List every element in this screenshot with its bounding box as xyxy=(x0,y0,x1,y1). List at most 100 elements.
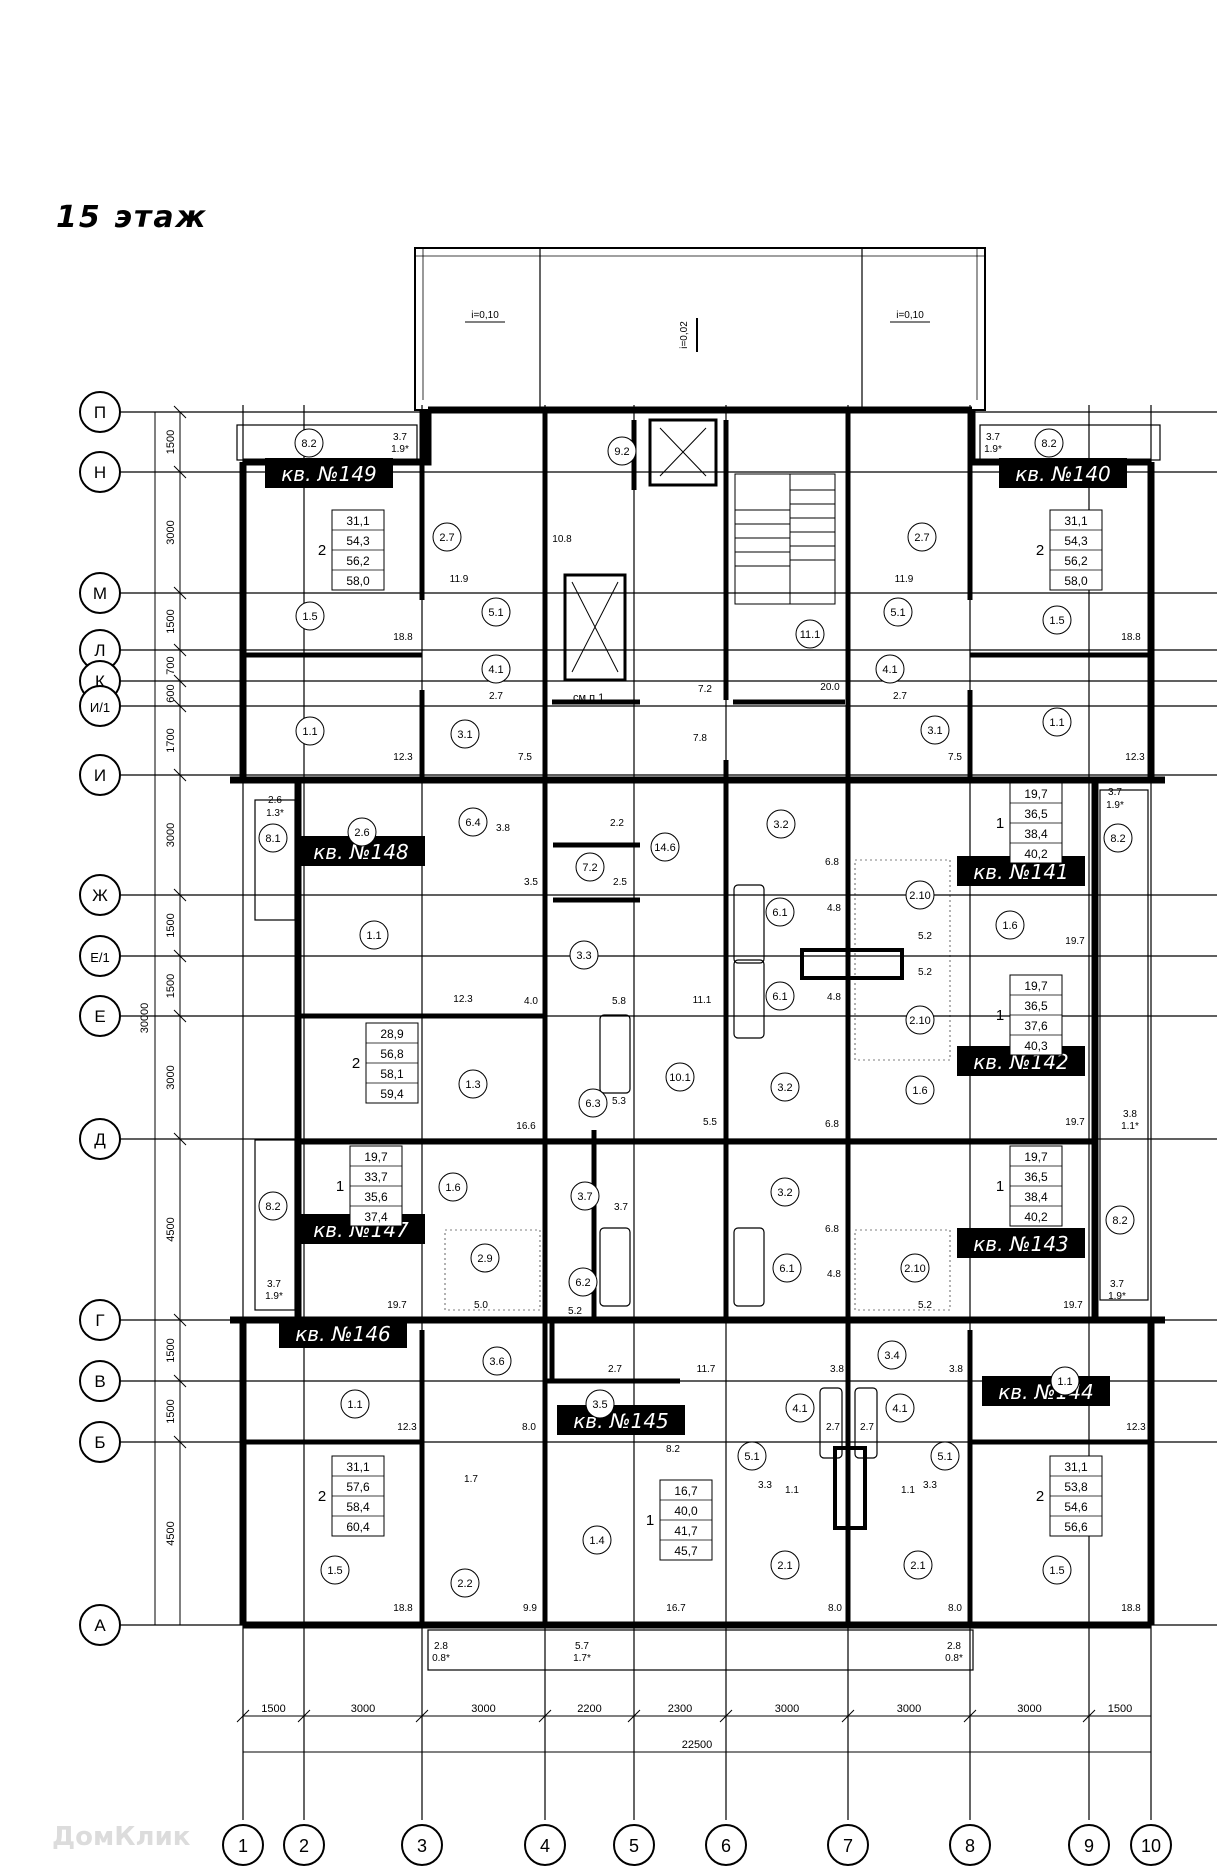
area-value: 16,7 xyxy=(674,1484,698,1498)
area-value: 38,4 xyxy=(1024,1190,1048,1204)
row-dim-label: 3000 xyxy=(165,1065,177,1089)
room-tag: 2.7 xyxy=(914,532,929,544)
row-axis-label: Ж xyxy=(92,886,108,905)
room-area-label: 1.9* xyxy=(391,444,409,455)
room-tag: 8.2 xyxy=(1041,438,1056,450)
room-tag: 1.1 xyxy=(302,726,317,738)
area-value: 56,2 xyxy=(1064,554,1088,568)
area-value: 56,6 xyxy=(1064,1520,1088,1534)
area-value: 40,3 xyxy=(1024,1039,1048,1053)
area-value: 31,1 xyxy=(346,1460,370,1474)
room-tag-circle xyxy=(920,715,950,745)
room-count: 1 xyxy=(996,1007,1004,1024)
area-value: 54,3 xyxy=(1064,534,1088,548)
room-tag-circle xyxy=(785,1393,815,1423)
dim-tick xyxy=(173,699,187,713)
room-area-label: 5.2 xyxy=(568,1306,582,1317)
room-area-label: 5.2 xyxy=(918,931,932,942)
area-value: 41,7 xyxy=(674,1524,698,1538)
area-value: 40,0 xyxy=(674,1504,698,1518)
room-tag-circle xyxy=(770,1550,800,1580)
area-value: 40,2 xyxy=(1024,847,1048,861)
column-axis-label: 8 xyxy=(965,1836,975,1856)
area-value: 19,7 xyxy=(1024,1150,1048,1164)
room-area-label: 8.0 xyxy=(828,1603,842,1614)
room-area-label: 11.9 xyxy=(450,574,469,585)
row-dim-label: 1500 xyxy=(165,913,177,937)
area-value: 58,0 xyxy=(346,574,370,588)
dim-tick xyxy=(173,643,187,657)
area-value: 45,7 xyxy=(674,1544,698,1558)
room-count: 1 xyxy=(336,1178,344,1195)
row-dim-label: 3000 xyxy=(165,823,177,847)
area-value: 36,5 xyxy=(1024,807,1048,821)
room-area-label: 4.8 xyxy=(827,1269,841,1280)
room-tag-circle xyxy=(340,1389,370,1419)
room-tag: 4.1 xyxy=(792,1403,807,1415)
row-axis-label: И xyxy=(94,766,106,785)
room-tag-circle xyxy=(766,809,796,839)
room-tag-circle xyxy=(585,1389,615,1419)
area-value: 59,4 xyxy=(380,1087,404,1101)
room-area-label: 12.3 xyxy=(393,752,413,763)
room-tag: 3.1 xyxy=(457,729,472,741)
room-area-label: 16.6 xyxy=(516,1121,536,1132)
dim-tick xyxy=(415,1709,429,1723)
room-area-label: 11.1 xyxy=(693,995,712,1006)
room-tag: 2.1 xyxy=(777,1560,792,1572)
room-tag: 3.2 xyxy=(777,1082,792,1094)
room-area-label: 18.8 xyxy=(393,1603,413,1614)
apartment-label-box xyxy=(265,458,393,488)
column-axis-label: 7 xyxy=(843,1836,853,1856)
column-axis-label: 5 xyxy=(629,1836,639,1856)
row-axis-bubble xyxy=(79,874,121,916)
room-tag: 1.1 xyxy=(1049,717,1064,729)
column-axis-bubble xyxy=(1068,1824,1110,1866)
room-tag: 4.1 xyxy=(892,1403,907,1415)
room-tag-circle xyxy=(772,1253,802,1283)
column-axis-bubble xyxy=(949,1824,991,1866)
room-area-label: 3.7 xyxy=(1110,1279,1124,1290)
room-area-label: 5.0 xyxy=(474,1300,488,1311)
room-tag: 1.6 xyxy=(1002,920,1017,932)
room-tag-circle xyxy=(795,619,825,649)
room-tag: 1.1 xyxy=(1057,1376,1072,1388)
row-axis-bubble xyxy=(79,995,121,1037)
area-value: 56,2 xyxy=(346,554,370,568)
area-value: 58,4 xyxy=(346,1500,370,1514)
apartment-label: кв. №145 xyxy=(573,1409,669,1433)
room-area-label: 6.8 xyxy=(825,1119,839,1130)
room-tag-circle xyxy=(569,940,599,970)
column-axis-label: 4 xyxy=(540,1836,550,1856)
apartment-label: кв. №140 xyxy=(1015,462,1111,486)
room-tag-circle xyxy=(765,981,795,1011)
room-area-label: 1.3* xyxy=(266,808,284,819)
dim-tick xyxy=(173,1435,187,1449)
room-tag: 5.1 xyxy=(488,607,503,619)
room-tag: 8.2 xyxy=(265,1201,280,1213)
dim-tick xyxy=(963,1709,977,1723)
watermark-logo: ДомКлик xyxy=(52,1822,191,1852)
room-tag-circle xyxy=(458,807,488,837)
room-area-label: 6.8 xyxy=(825,1224,839,1235)
room-area-label: 18.8 xyxy=(1121,1603,1141,1614)
room-tag: 6.2 xyxy=(575,1277,590,1289)
room-area-label: 5.8 xyxy=(612,996,626,1007)
dim-tick xyxy=(173,1009,187,1023)
room-area-label: 11.9 xyxy=(895,574,914,585)
room-tag-circle xyxy=(578,1088,608,1118)
room-tag: 2.10 xyxy=(909,1015,930,1027)
room-tag-circle xyxy=(450,1568,480,1598)
room-tag: 10.1 xyxy=(669,1072,690,1084)
dim-tick xyxy=(1082,1709,1096,1723)
column-axis-label: 9 xyxy=(1084,1836,1094,1856)
apartment-label-box xyxy=(957,1228,1085,1258)
row-axis-bubble xyxy=(79,1299,121,1341)
room-area-label: 3.7 xyxy=(986,432,1000,443)
slope-label: i=0,10 xyxy=(471,310,499,321)
row-axis-bubble xyxy=(79,1604,121,1646)
room-area-label: 3.7 xyxy=(267,1279,281,1290)
dim-tick xyxy=(236,1709,250,1723)
